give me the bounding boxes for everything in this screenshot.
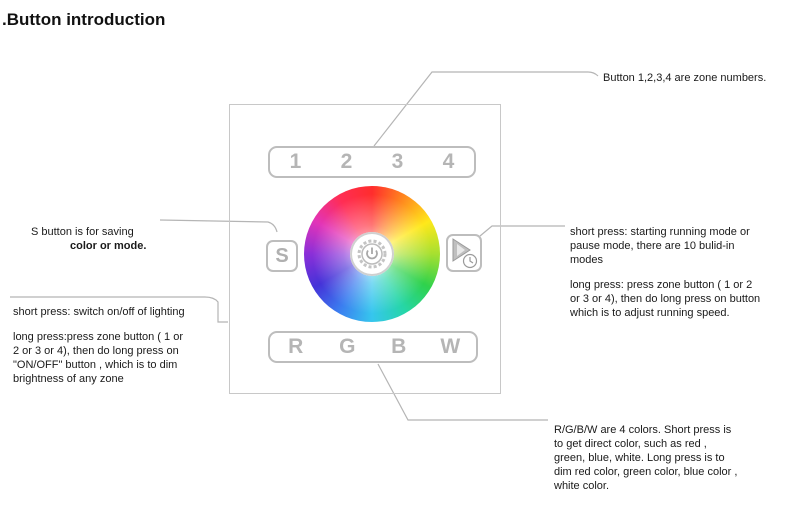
rgbw-callout-line: [377, 363, 548, 421]
power-long-line-3: "ON/OFF" button , which is to dim: [13, 359, 178, 371]
zone-button-4[interactable]: 4: [442, 150, 455, 173]
s-button[interactable]: S: [266, 240, 298, 272]
zone-button-3[interactable]: 3: [391, 150, 404, 173]
play-clock-icon: [452, 238, 478, 269]
color-button-g[interactable]: G: [339, 335, 356, 358]
power-button[interactable]: [350, 232, 394, 276]
mode-long-line-1: long press: press zone button ( 1 or 2: [570, 279, 753, 291]
panel-frame: [229, 104, 501, 394]
color-button-r[interactable]: R: [288, 335, 304, 358]
page-title: .Button introduction: [2, 10, 166, 29]
zone-button-1[interactable]: 1: [289, 150, 302, 173]
mode-short-line-1: short press: starting running mode or: [570, 226, 750, 238]
mode-long-line-2: or 3 or 4), then do long press on button: [570, 293, 761, 305]
rgbw-line-3: green, blue, white. Long press is to: [554, 452, 725, 464]
power-long-line-2: 2 or 3 or 4), then do long press on: [13, 345, 179, 357]
s-annotation-line-2: color or mode.: [70, 240, 147, 252]
mode-button[interactable]: [446, 234, 482, 272]
s-annotation-line-1: S button is for saving: [31, 226, 134, 238]
zone-button-2[interactable]: 2: [340, 150, 353, 173]
color-button-b[interactable]: B: [391, 335, 407, 358]
zones-annotation: Button 1,2,3,4 are zone numbers.: [603, 72, 767, 84]
zones-callout-line: [373, 71, 599, 147]
mode-callout-line: [479, 225, 565, 237]
s-callout-line: [159, 219, 278, 233]
mode-long-line-3: which is to adjust running speed.: [570, 307, 730, 319]
power-long-line-4: brightness of any zone: [13, 373, 124, 385]
rgbw-line-1: R/G/B/W are 4 colors. Short press is: [554, 424, 732, 436]
color-button-bar: R G B W: [268, 331, 478, 363]
mode-short-line-3: modes: [570, 254, 604, 266]
power-long-line-1: long press:press zone button ( 1 or: [13, 331, 183, 343]
power-callout-line: [10, 296, 228, 323]
power-short-annotation: short press: switch on/off of lighting: [13, 306, 185, 318]
mode-short-line-2: pause mode, there are 10 bulid-in: [570, 240, 735, 252]
zone-button-bar: 1 2 3 4: [268, 146, 476, 178]
rgbw-line-5: white color.: [554, 480, 610, 492]
gear-power-icon: [357, 239, 387, 269]
rgbw-line-2: to get direct color, such as red ,: [554, 438, 707, 450]
color-button-w[interactable]: W: [440, 335, 461, 358]
rgbw-line-4: dim red color, green color, blue color ,: [554, 466, 738, 478]
